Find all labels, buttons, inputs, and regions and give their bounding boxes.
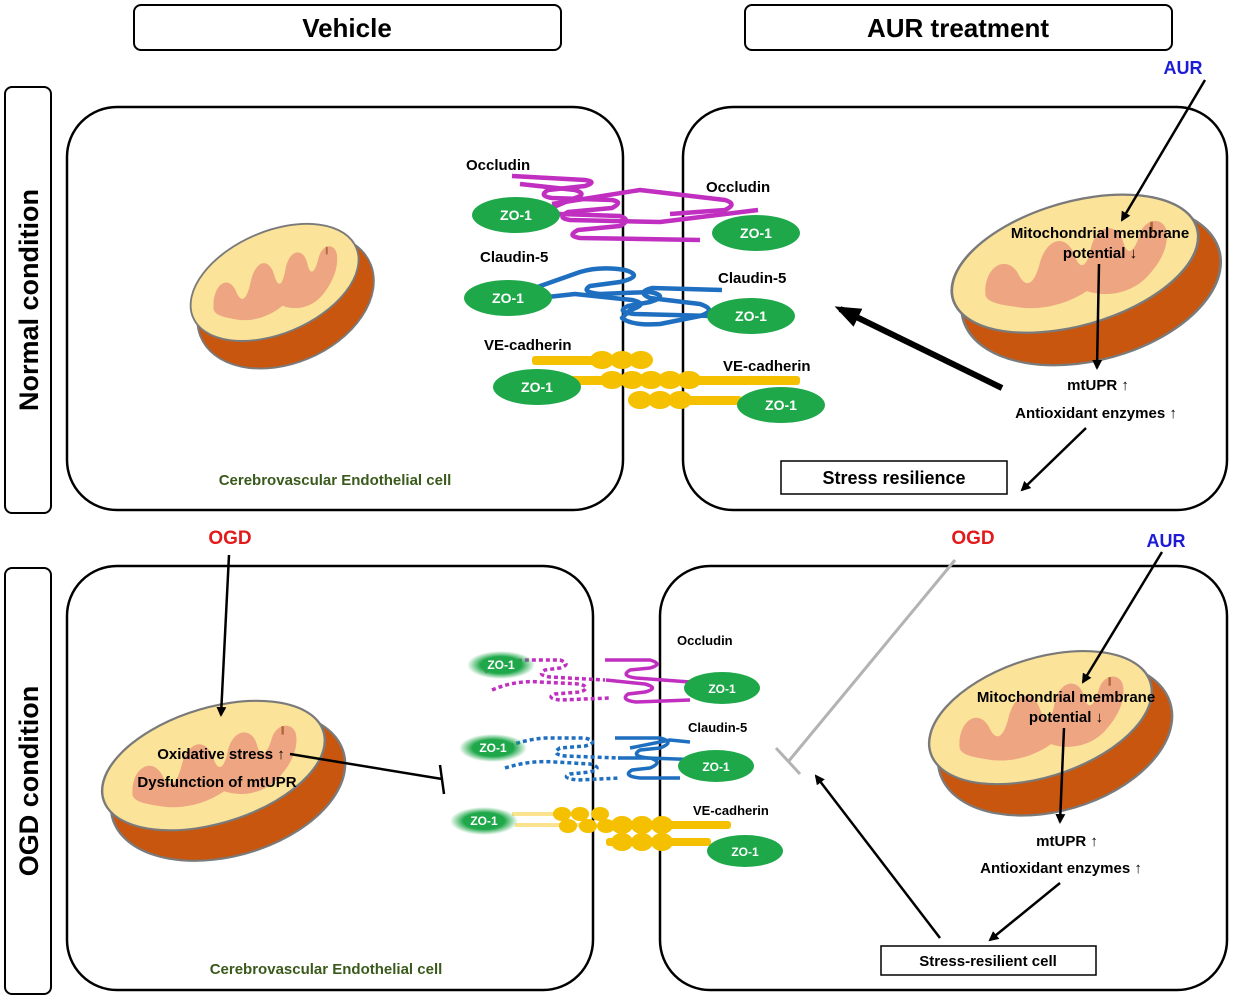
row-label-ogd-text: OGD condition — [14, 686, 44, 876]
inhibition-line-vehicle — [289, 752, 446, 795]
arrow-aur-ogd — [1081, 551, 1164, 684]
zo1-normal-3: ZO-1 — [464, 280, 552, 316]
zo1-ogd-2: ZO-1 — [678, 750, 754, 782]
header-aur-label: AUR treatment — [867, 13, 1049, 43]
arrow-aur-normal — [1120, 79, 1207, 222]
cell-label-ogd: Cerebrovascular Endothelial cell — [210, 961, 443, 978]
arrow-big-to-junction — [834, 306, 1004, 391]
label-vecadherin-left: VE-cadherin — [484, 337, 572, 354]
zo1-label: ZO-1 — [740, 225, 772, 241]
cell-label-normal: Cerebrovascular Endothelial cell — [219, 472, 452, 489]
label-occludin-right: Occludin — [706, 179, 770, 196]
claudin5-strands-ogd — [615, 736, 706, 780]
header-vehicle-label: Vehicle — [302, 13, 392, 43]
vecadherin-ogd — [606, 816, 731, 851]
aur-label-ogd: AUR — [1147, 531, 1186, 551]
ogd-label-vehicle: OGD — [208, 528, 251, 549]
zo1-faded-2: ZO-1 — [459, 734, 527, 762]
antioxidant-label-ogd: Antioxidant enzymes ↑ — [980, 860, 1142, 877]
header-aur-treatment: AUR treatment — [744, 4, 1173, 51]
mito-membrane-line2-ogd: potential ↓ — [1029, 709, 1103, 726]
zo1-normal-5: ZO-1 — [493, 369, 581, 405]
zo1-label: ZO-1 — [500, 207, 532, 223]
stress-resilience-label: Stress resilience — [822, 468, 965, 488]
mito-membrane-line2-normal: potential ↓ — [1063, 245, 1137, 262]
zo1-label: ZO-1 — [702, 760, 730, 774]
zo1-label: ZO-1 — [731, 845, 759, 859]
arrow-to-stress-resilience — [1020, 427, 1087, 492]
stress-resilience-box: Stress resilience — [780, 460, 1008, 495]
row-label-ogd: OGD condition — [4, 567, 52, 995]
claudin5-strands-normal — [511, 266, 723, 327]
zo1-label: ZO-1 — [708, 682, 736, 696]
occludin-strands-normal — [511, 173, 759, 243]
claudin5-strands-damaged — [496, 736, 621, 782]
antioxidant-label-normal: Antioxidant enzymes ↑ — [1015, 405, 1177, 422]
label-claudin5-right: Claudin-5 — [718, 270, 786, 287]
zo1-label: ZO-1 — [470, 814, 498, 828]
dysfunction-mtupr-label: Dysfunction of mtUPR — [137, 774, 296, 791]
mtupr-label-ogd: mtUPR ↑ — [1036, 833, 1098, 850]
label-occludin-ogd: Occludin — [677, 633, 733, 648]
row-label-normal: Normal condition — [4, 86, 52, 514]
mtupr-label-normal: mtUPR ↑ — [1067, 377, 1129, 394]
label-claudin5-left: Claudin-5 — [480, 249, 548, 266]
zo1-faded-1: ZO-1 — [467, 651, 535, 679]
oxidative-stress-label: Oxidative stress ↑ — [157, 746, 285, 763]
aur-label-normal: AUR — [1164, 58, 1203, 78]
arrow-membrane-to-mtupr-normal — [1092, 263, 1103, 370]
vecadherin-damaged — [512, 807, 615, 833]
label-vecadherin-right: VE-cadherin — [723, 358, 811, 375]
zo1-label: ZO-1 — [492, 290, 524, 306]
arrow-ogd-vehicle — [216, 554, 231, 717]
zo1-normal-6: ZO-1 — [737, 387, 825, 423]
label-claudin5-ogd: Claudin-5 — [688, 720, 747, 735]
zo1-faded-3: ZO-1 — [450, 807, 518, 835]
mito-membrane-line1-ogd: Mitochondrial membrane — [977, 689, 1155, 706]
mito-membrane-line1-normal: Mitochondrial membrane — [1011, 225, 1189, 242]
inhibition-line-ogd-aur — [774, 559, 957, 776]
arrow-to-stress-resilient-cell — [988, 882, 1061, 942]
zo1-label: ZO-1 — [765, 397, 797, 413]
zo1-label: ZO-1 — [735, 308, 767, 324]
label-vecadherin-ogd: VE-cadherin — [693, 803, 769, 818]
arrow-membrane-to-mtupr-ogd — [1055, 727, 1066, 824]
zo1-normal-2: ZO-1 — [712, 215, 800, 251]
stress-resilient-cell-box: Stress-resilient cell — [880, 945, 1097, 976]
occludin-strands-ogd — [605, 658, 721, 704]
zo1-label: ZO-1 — [521, 379, 553, 395]
ogd-label-aur: OGD — [951, 528, 994, 549]
zo1-label: ZO-1 — [487, 658, 515, 672]
zo1-ogd-3: ZO-1 — [707, 835, 783, 867]
stress-resilient-cell-label: Stress-resilient cell — [919, 953, 1057, 970]
header-vehicle: Vehicle — [133, 4, 562, 51]
occludin-strands-damaged — [484, 658, 611, 702]
label-occludin-left: Occludin — [466, 157, 530, 174]
arrow-cell-to-junction — [814, 774, 941, 939]
zo1-label: ZO-1 — [479, 741, 507, 755]
zo1-normal-4: ZO-1 — [707, 298, 795, 334]
vecadherin-normal — [532, 351, 800, 409]
row-label-normal-text: Normal condition — [14, 189, 44, 411]
zo1-normal-1: ZO-1 — [472, 197, 560, 233]
zo1-ogd-1: ZO-1 — [684, 672, 760, 704]
